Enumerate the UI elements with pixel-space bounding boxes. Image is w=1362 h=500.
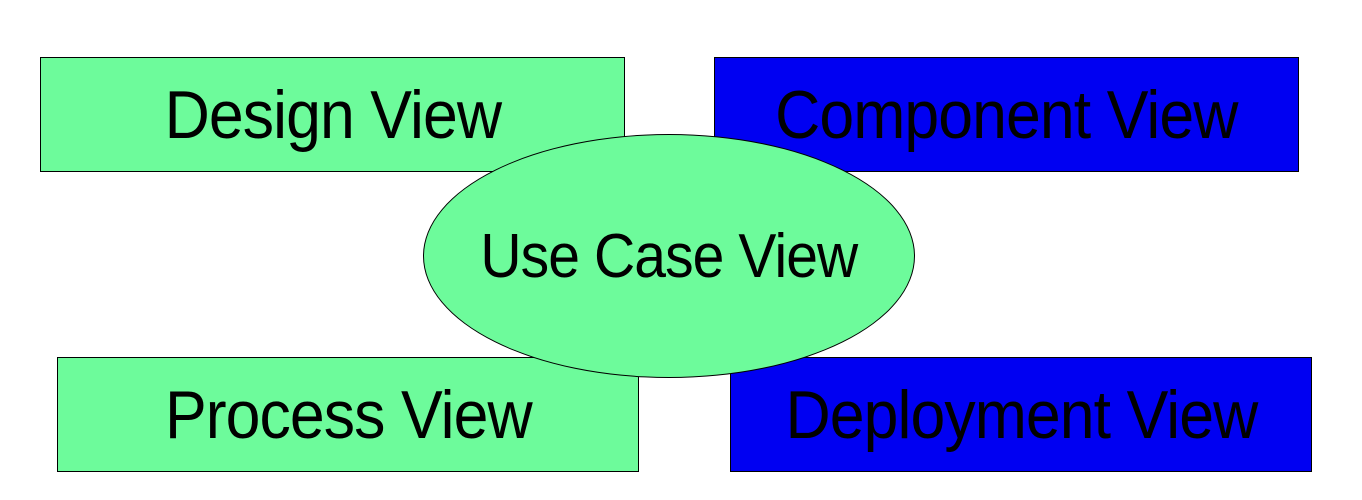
design-view-box: Design View bbox=[40, 57, 625, 172]
deployment-view-box: Deployment View bbox=[730, 357, 1312, 472]
component-view-box: Component View bbox=[714, 57, 1299, 172]
process-view-box: Process View bbox=[57, 357, 639, 472]
design-view-label: Design View bbox=[164, 76, 501, 153]
deployment-view-label: Deployment View bbox=[785, 376, 1258, 453]
use-case-view-ellipse: Use Case View bbox=[423, 134, 915, 378]
component-view-label: Component View bbox=[775, 76, 1238, 153]
process-view-label: Process View bbox=[164, 376, 533, 453]
use-case-view-label: Use Case View bbox=[480, 221, 859, 291]
